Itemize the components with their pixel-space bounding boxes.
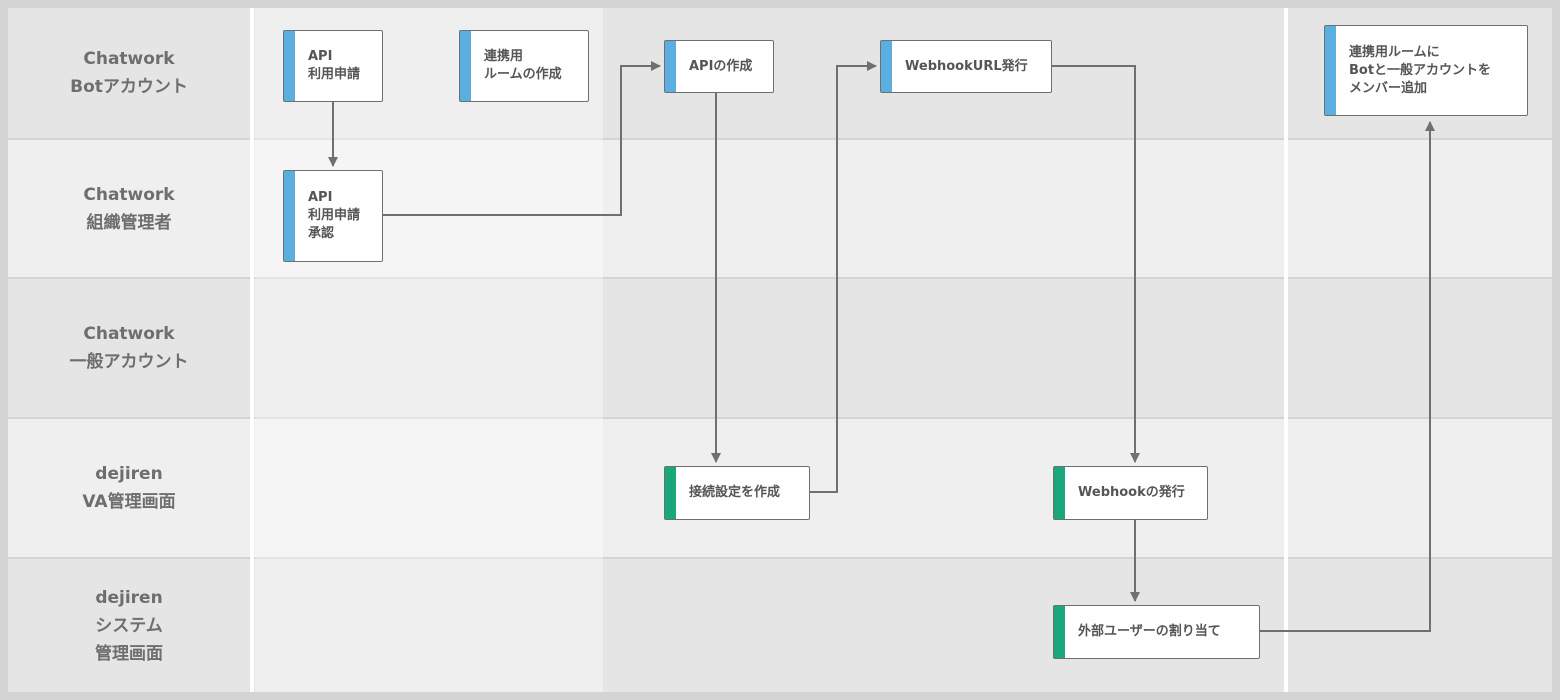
lane-row-general	[8, 279, 1552, 417]
lane-row-bot	[8, 8, 1552, 138]
step-connection-setting: 接続設定を作成	[664, 466, 810, 520]
step-webhook-url: WebhookURL発行	[880, 40, 1052, 93]
step-label: 外部ユーザーの割り当て	[1078, 624, 1221, 639]
step-add-members: 連携用ルームに Botと一般アカウントを メンバー追加	[1324, 25, 1528, 116]
step-webhook-issue: Webhookの発行	[1053, 466, 1208, 520]
arrow-webhook-url-to-webhook-issue	[1051, 65, 1140, 463]
accent-stripe	[665, 41, 676, 92]
step-api-approve: API 利用申請 承認	[283, 170, 383, 262]
step-api-create: APIの作成	[664, 40, 774, 93]
step-label: WebhookURL発行	[905, 58, 1028, 74]
accent-stripe	[284, 171, 295, 261]
column-divider	[1284, 8, 1288, 692]
step-label: API 利用申請	[308, 49, 361, 82]
step-external-user: 外部ユーザーの割り当て	[1053, 605, 1260, 659]
lane-label-org-admin: Chatwork 組織管理者	[83, 184, 175, 233]
arrow-external-user-to-add-members	[1260, 121, 1435, 632]
step-label: API 利用申請 承認	[308, 190, 361, 241]
lane-label-bot-account: Chatwork Botアカウント	[70, 49, 188, 97]
step-label: 連携用 ルームの作成	[484, 49, 562, 82]
lane-label-va-admin: dejiren VA管理画面	[82, 464, 176, 512]
phase-column-1	[255, 8, 603, 692]
lane-label-general-account: Chatwork 一般アカウント	[69, 324, 189, 372]
arrow-approve-to-api-create	[383, 61, 661, 216]
accent-stripe	[284, 31, 295, 101]
accent-stripe	[1054, 606, 1065, 658]
lane-row-admin	[8, 140, 1552, 277]
step-label: APIの作成	[689, 58, 753, 74]
step-api-apply: API 利用申請	[283, 30, 383, 102]
arrow-connection-to-webhook-url	[810, 61, 877, 493]
lane-label-system-admin: dejiren システム 管理画面	[95, 587, 163, 664]
column-divider	[250, 8, 254, 692]
step-label: 連携用ルームに Botと一般アカウントを メンバー追加	[1349, 44, 1492, 96]
step-label: Webhookの発行	[1078, 485, 1185, 500]
accent-stripe	[1054, 467, 1065, 519]
step-label: 接続設定を作成	[689, 485, 781, 500]
accent-stripe	[460, 31, 471, 101]
accent-stripe	[1325, 26, 1336, 115]
step-room-create: 連携用 ルームの作成	[459, 30, 589, 102]
accent-stripe	[665, 467, 676, 519]
lane-row-system	[8, 559, 1552, 692]
accent-stripe	[881, 41, 892, 92]
